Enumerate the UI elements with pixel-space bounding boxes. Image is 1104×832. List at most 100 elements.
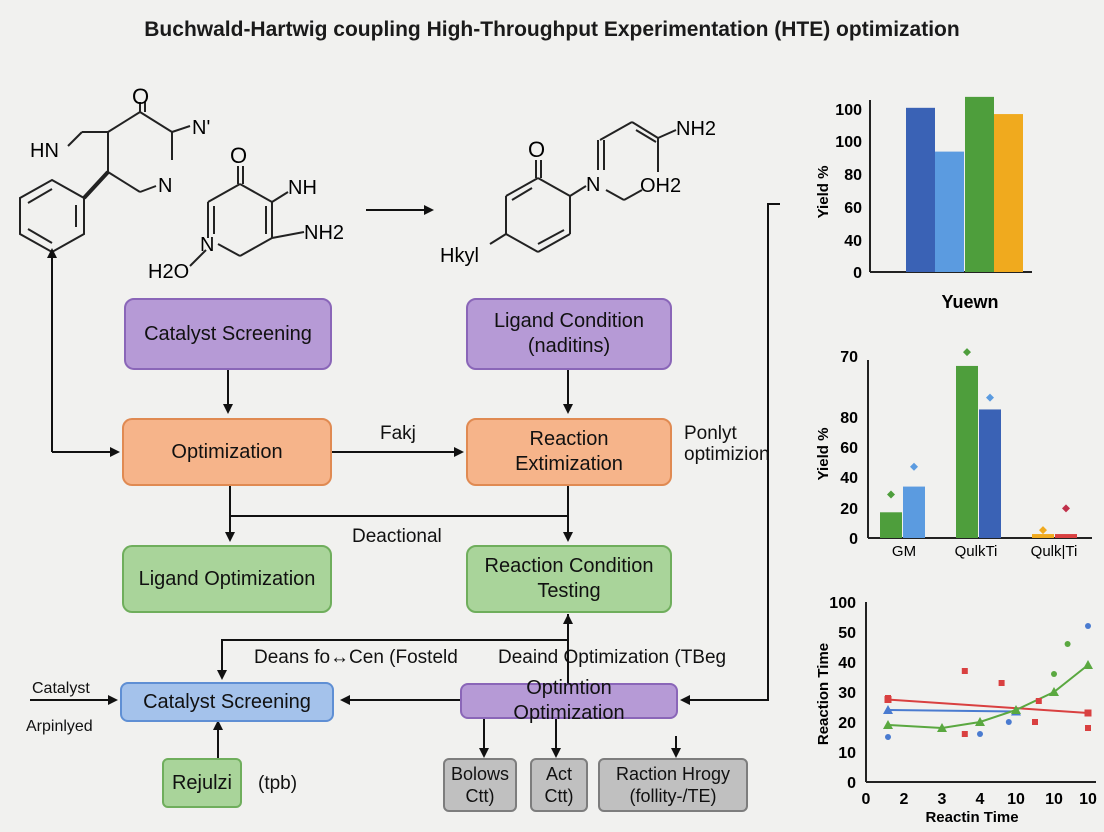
deactional-label: Deactional (352, 526, 442, 547)
catalyst-side-label: Catalyst (32, 680, 90, 697)
chart2-marker (887, 490, 895, 499)
raction-hrogy-box[interactable]: Raction Hrogy (follity-/TE) (598, 758, 748, 812)
chart3-point (977, 731, 983, 737)
m3-oh2-label: OH2 (640, 175, 681, 197)
m1-oxygen-label: O (132, 84, 149, 109)
benzene-ring-1 (19, 178, 85, 254)
chart3-point (885, 695, 891, 701)
chart3-point (1005, 719, 1012, 725)
chart1-ytick: 60 (844, 200, 862, 217)
chart3-ytick: 10 (838, 745, 856, 762)
chart3-ytick: 50 (838, 625, 856, 642)
chart3-line-marker (1011, 705, 1021, 714)
chart2-ytick: 0 (849, 531, 858, 548)
bolows-box[interactable]: Bolows Ctt) (443, 758, 517, 812)
chart3-line-marker (1049, 687, 1059, 696)
deaind-label: Deaind Optimization (TBeg (498, 647, 727, 668)
m1-hn-label: HN (30, 140, 59, 162)
page-title: Buchwald-Hartwig coupling High-Throughpu… (144, 18, 960, 41)
chart3-ytick: 20 (838, 715, 856, 732)
rejulzi-box[interactable]: Rejulzi (162, 758, 242, 808)
chart3-line-marker (883, 705, 893, 714)
chart1-bar (994, 114, 1023, 272)
chart3-xtick: 10 (1007, 791, 1025, 808)
m1-n-label: N (158, 175, 172, 197)
chart3-line-marker (1084, 709, 1092, 717)
chart3-point (1032, 719, 1038, 725)
chart3-line-marker (975, 717, 985, 726)
ponlyt-label: Ponlyt optimizion (684, 423, 770, 465)
chart3-ylabel: Reaction Time (815, 643, 832, 745)
deans-label: Deans fo↔Cen (Fosteld (254, 647, 458, 668)
chart2-bar (903, 486, 925, 538)
chart3-line-marker (1083, 660, 1093, 669)
m2-n-label: N (200, 234, 214, 256)
chart2-ytick: 80 (840, 410, 858, 427)
chart1-bar (935, 151, 964, 272)
chart2-category-label: Qulk|Ti (1031, 543, 1078, 560)
chart3-point (1085, 725, 1091, 731)
act-box[interactable]: Act Ctt) (530, 758, 588, 812)
chart2-ytick: 20 (840, 501, 858, 518)
chart3-xtick: 3 (938, 791, 947, 808)
chart2-ytick: 70 (840, 349, 858, 366)
flow-connectors (30, 203, 780, 758)
chart2-marker (963, 348, 971, 357)
chart2-category-label: QulkTi (955, 543, 998, 560)
chart1-xlabel: Yuewn (941, 292, 998, 312)
chart2-bar (956, 365, 978, 538)
reaction-condition-testing-box[interactable]: Reaction Condition Testing (466, 545, 672, 613)
chart2-bar (1055, 534, 1077, 538)
chart2-bar (880, 512, 902, 538)
chart1-ytick: 40 (844, 233, 862, 250)
chart3-line-marker (937, 723, 947, 732)
chart1-bar (906, 107, 935, 273)
chart2-marker (1039, 526, 1047, 535)
chart3-series-line (887, 709, 1017, 713)
chart3-series-line (887, 664, 1089, 730)
arpinlyed-label: Arpinlyed (26, 718, 93, 735)
chart3-xtick: 10 (1045, 791, 1063, 808)
molecule-2 (189, 166, 305, 267)
m2-nh2-label: NH2 (304, 222, 344, 244)
chart1-ytick: 100 (835, 134, 862, 151)
ligand-optimization-box[interactable]: Ligand Optimization (122, 545, 332, 613)
optimtion-optimization-box[interactable]: Optimtion Optimization (460, 677, 678, 724)
chart2-marker (1062, 504, 1070, 513)
chart3-xtick: 2 (900, 791, 909, 808)
m1-n-prime-label: N' (192, 117, 210, 139)
catalyst-screening-top-box[interactable]: Catalyst Screening (124, 298, 332, 370)
ligand-condition-box[interactable]: Ligand Condition (naditins) (466, 298, 672, 370)
chart2-category-label: GM (892, 543, 916, 560)
chart3-ytick: 100 (829, 595, 856, 612)
optimization-box[interactable]: Optimization (122, 418, 332, 486)
fakj-label: Fakj (380, 423, 416, 444)
chart3-point (1051, 671, 1057, 677)
chart3-point (1085, 623, 1091, 629)
chart-1-bar: 0 40 60 80 100 100 (835, 96, 1032, 282)
m2-h2o-label: H2O (148, 261, 189, 283)
m2-oxygen-label: O (230, 143, 247, 168)
chart1-ytick: 80 (844, 167, 862, 184)
m3-oxygen-label: O (528, 137, 545, 162)
chart1-ytick: 0 (853, 265, 862, 282)
chart2-ylabel: Yield % (815, 428, 832, 481)
chart3-point (885, 734, 891, 740)
m3-n-label: N (586, 174, 600, 196)
chart3-point (998, 680, 1005, 686)
chart3-point (1064, 641, 1071, 647)
chart3-point (961, 731, 968, 737)
chart1-ytick: 100 (835, 102, 862, 119)
molecule-1 (19, 102, 191, 254)
m3-nh2-label: NH2 (676, 118, 716, 140)
m3-hkyl-label: Hkyl (440, 245, 479, 267)
chart1-ylabel: Yield % (815, 166, 832, 219)
catalyst-screening-bottom-box[interactable]: Catalyst Screening (120, 682, 334, 722)
chart1-bar (965, 96, 994, 272)
chart3-line-marker (883, 720, 893, 729)
chart2-ytick: 40 (840, 470, 858, 487)
reaction-extimization-box[interactable]: Reaction Extimization (466, 418, 672, 486)
chart2-bar (979, 409, 1001, 538)
